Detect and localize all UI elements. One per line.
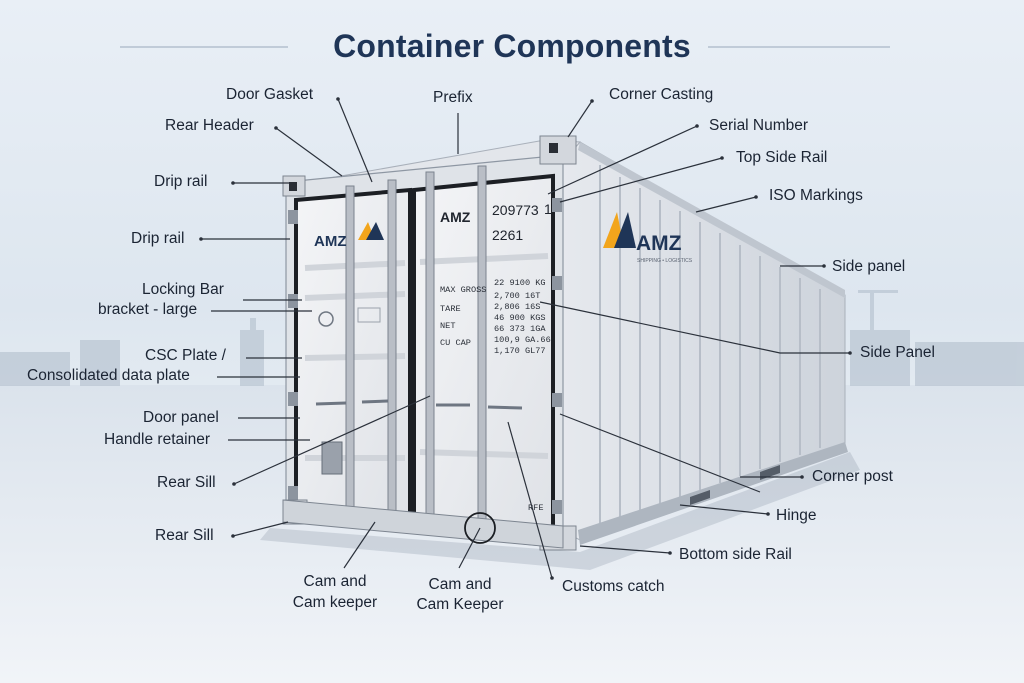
label-cam-keeper-2-line2: Cam Keeper bbox=[405, 596, 515, 614]
label-drip-rail: Drip rail bbox=[131, 230, 184, 248]
page-title: Container Components bbox=[0, 28, 1024, 65]
label-iso-markings: ISO Markings bbox=[769, 187, 863, 205]
spec-label-max-gross: MAX GROSS bbox=[440, 285, 486, 295]
label-locking-bar-line1: Locking Bar bbox=[142, 281, 224, 299]
spec-value-0: 22 9100 KG bbox=[494, 278, 546, 288]
label-customs-catch: Customs catch bbox=[562, 578, 665, 596]
label-door-panel: Door panel bbox=[143, 409, 219, 427]
label-csc-plate-line1: CSC Plate / bbox=[145, 347, 226, 365]
label-hinge: Hinge bbox=[776, 507, 817, 525]
side-brand-tagline: SHIPPING • LOGISTICS bbox=[637, 258, 693, 264]
label-corner-casting: Corner Casting bbox=[609, 86, 713, 104]
side-brand-text: AMZ bbox=[636, 232, 682, 255]
door-brand-text: AMZ bbox=[314, 233, 347, 250]
spec-value-3: 46 900 KGS bbox=[494, 313, 546, 323]
label-rear-sill-2: Rear Sill bbox=[155, 527, 214, 545]
spec-value-4: 66 373 1GA bbox=[494, 324, 546, 334]
label-csc-plate-line2: Consolidated data plate bbox=[27, 367, 190, 385]
label-door-gasket: Door Gasket bbox=[226, 86, 313, 104]
owner-code: AMZ bbox=[440, 209, 471, 225]
spec-value-5: 100,9 GA.66 bbox=[494, 335, 551, 345]
label-corner-post: Corner post bbox=[812, 468, 893, 486]
door-mark: RFE bbox=[528, 503, 543, 513]
check-digit: 1 bbox=[544, 201, 552, 217]
label-serial-number: Serial Number bbox=[709, 117, 808, 135]
label-cam-keeper-1-line1: Cam and bbox=[280, 573, 390, 591]
spec-value-1: 2,700 16T bbox=[494, 291, 540, 301]
spec-label-net: NET bbox=[440, 321, 455, 331]
label-rear-sill-1: Rear Sill bbox=[157, 474, 216, 492]
label-side-panel-top: Side panel bbox=[832, 258, 905, 276]
spec-label-cu-cap: CU CAP bbox=[440, 338, 471, 348]
csc-plate bbox=[322, 442, 342, 474]
label-handle-retainer: Handle retainer bbox=[104, 431, 210, 449]
label-drip-rail-top: Drip rail bbox=[154, 173, 207, 191]
spec-label-tare: TARE bbox=[440, 304, 461, 314]
label-top-side-rail: Top Side Rail bbox=[736, 149, 827, 167]
spec-value-6: 1,170 GL77 bbox=[494, 346, 546, 356]
label-cam-keeper-1-line2: Cam keeper bbox=[280, 594, 390, 612]
serial-number: 209773 bbox=[492, 202, 539, 218]
type-code: 2261 bbox=[492, 227, 523, 243]
label-prefix: Prefix bbox=[433, 89, 473, 107]
label-bottom-side-rail: Bottom side Rail bbox=[679, 546, 792, 564]
spec-value-2: 2,806 16S bbox=[494, 302, 540, 312]
label-cam-keeper-2-line1: Cam and bbox=[405, 576, 515, 594]
label-rear-header: Rear Header bbox=[165, 117, 254, 135]
label-side-panel: Side Panel bbox=[860, 344, 935, 362]
label-locking-bar-line2: bracket - large bbox=[98, 301, 197, 319]
